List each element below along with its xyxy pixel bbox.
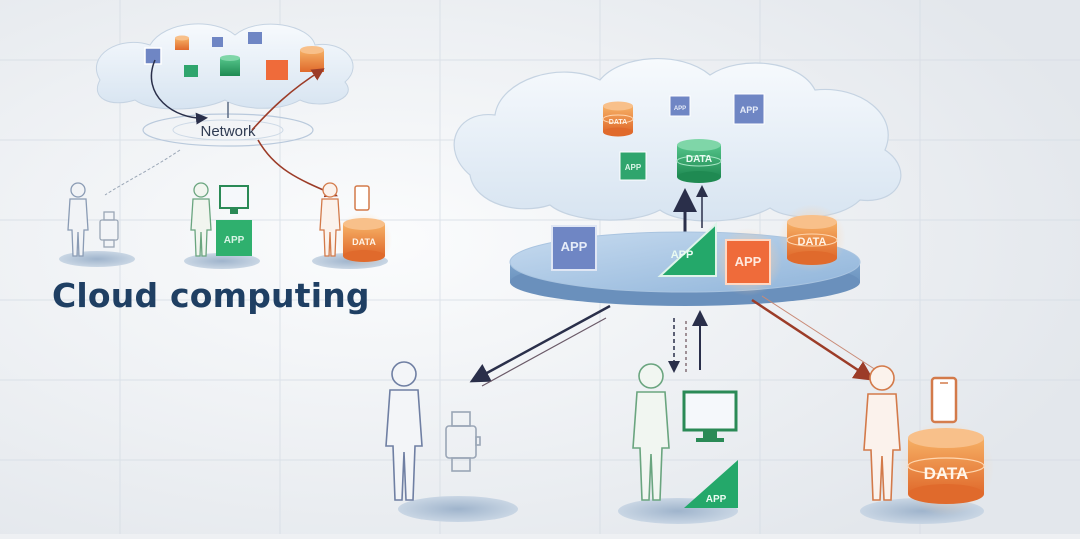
monitor-icon xyxy=(682,390,738,442)
app-tile-icon xyxy=(669,95,691,117)
data-label: DATA xyxy=(686,154,712,165)
person-icon xyxy=(190,182,212,257)
diagram-caption: Cloud computing xyxy=(52,276,370,315)
database-icon xyxy=(220,55,240,76)
app-tile-icon xyxy=(725,239,771,285)
app-tile-icon xyxy=(733,93,765,125)
smartwatch-icon xyxy=(445,411,481,472)
app-label: APP xyxy=(735,254,762,269)
network-label: Network xyxy=(200,123,256,140)
app-tile-icon xyxy=(619,151,647,181)
database-icon xyxy=(907,428,985,504)
app-tile-icon xyxy=(248,32,262,44)
app-tile-icon xyxy=(212,37,223,47)
data-label: DATA xyxy=(924,464,969,483)
app-tile-icon xyxy=(144,47,162,65)
database-icon xyxy=(343,218,385,262)
person-icon xyxy=(863,365,901,501)
smartwatch-icon xyxy=(99,211,119,248)
data-label: DATA xyxy=(352,237,376,247)
monitor-icon xyxy=(219,185,249,214)
app-tile-icon xyxy=(216,220,252,256)
person-icon xyxy=(319,182,341,257)
app-label: APP xyxy=(224,235,245,246)
database-icon xyxy=(602,101,634,137)
cloud-icon xyxy=(453,58,902,222)
database-icon xyxy=(175,35,189,50)
app-tile-icon xyxy=(184,65,198,77)
data-label: DATA xyxy=(609,119,627,126)
data-label: DATA xyxy=(798,236,827,248)
person-icon xyxy=(385,361,423,501)
large-diagram: DATA APP APP APP DATA APP APP APP xyxy=(385,58,994,524)
smartphone-icon xyxy=(354,185,370,211)
app-label: APP xyxy=(674,106,686,112)
app-tile-icon xyxy=(551,225,597,271)
app-label: APP xyxy=(625,163,642,172)
person-icon xyxy=(632,363,670,501)
small-diagram: Network APP xyxy=(59,23,392,269)
smartphone-icon xyxy=(930,376,958,424)
database-icon xyxy=(676,139,722,183)
arrow-icon xyxy=(469,295,877,387)
app-tile-icon xyxy=(266,60,288,80)
database-icon xyxy=(786,215,838,265)
app-tile-icon xyxy=(657,221,717,277)
person-icon xyxy=(67,182,89,257)
app-label: APP xyxy=(740,105,759,115)
app-label: APP xyxy=(671,249,694,261)
app-tile-icon xyxy=(684,460,738,508)
database-icon xyxy=(300,46,324,72)
app-label: APP xyxy=(706,494,727,505)
app-label: APP xyxy=(561,239,588,254)
